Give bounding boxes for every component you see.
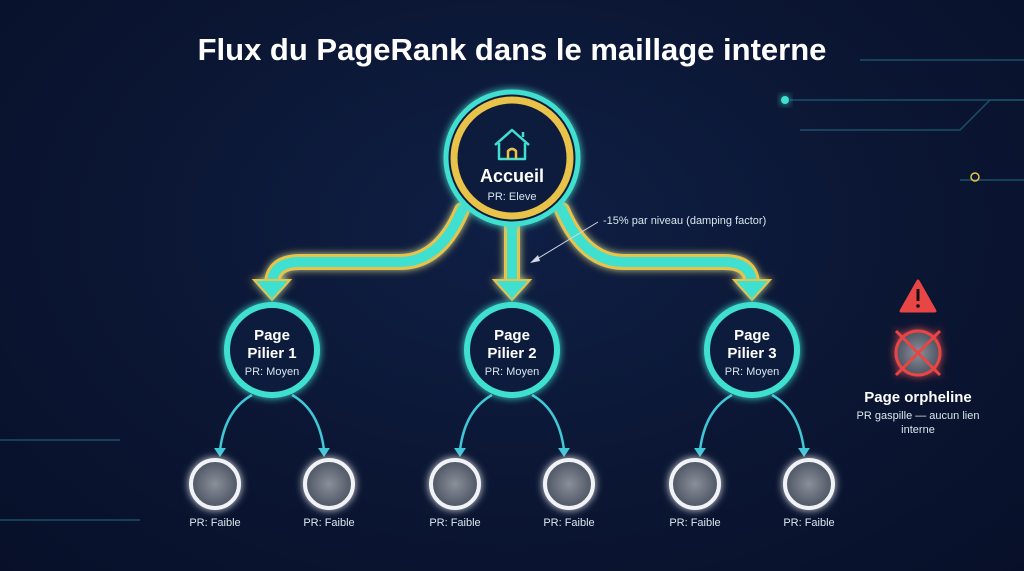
pillar-1-line2: Pilier 1 [247,345,297,362]
pillar-nodes [224,302,800,398]
pillar-2-pr: PR: Moyen [484,366,540,378]
pillar-3-pr: PR: Moyen [724,366,780,378]
orphan-desc-2: interne [901,424,935,436]
warning-icon [899,279,937,313]
leaf-label: PR: Faible [189,517,241,529]
leaf-label: PR: Faible [669,517,721,529]
annotation-pointer [531,221,599,263]
orphan-title: Page orpheline [864,389,972,406]
flow-arrows-leaves [218,393,806,451]
orphan-desc-1: PR gaspille — aucun lien [856,410,980,422]
pillar-3-line2: Pilier 3 [727,345,777,362]
orphan-node [894,329,942,377]
leaf-label: PR: Faible [429,517,481,529]
page-title: Flux du PageRank dans le maillage intern… [197,32,827,67]
house-icon [494,128,530,161]
root-label: Accueil [479,166,545,186]
pillar-2-line1: Page [494,327,530,344]
pillar-1-pr: PR: Moyen [244,366,300,378]
damping-annotation: -15% par niveau (damping factor) [603,215,767,227]
pillar-2-line2: Pilier 2 [487,345,537,362]
circuit-decoration [0,59,1024,521]
leaf-nodes [189,458,835,510]
root-pr: PR: Eleve [487,191,537,203]
leaf-label: PR: Faible [543,517,595,529]
leaf-label: PR: Faible [303,517,355,529]
leaf-label: PR: Faible [783,517,835,529]
pillar-3-line1: Page [734,327,770,344]
pillar-1-line1: Page [254,327,290,344]
